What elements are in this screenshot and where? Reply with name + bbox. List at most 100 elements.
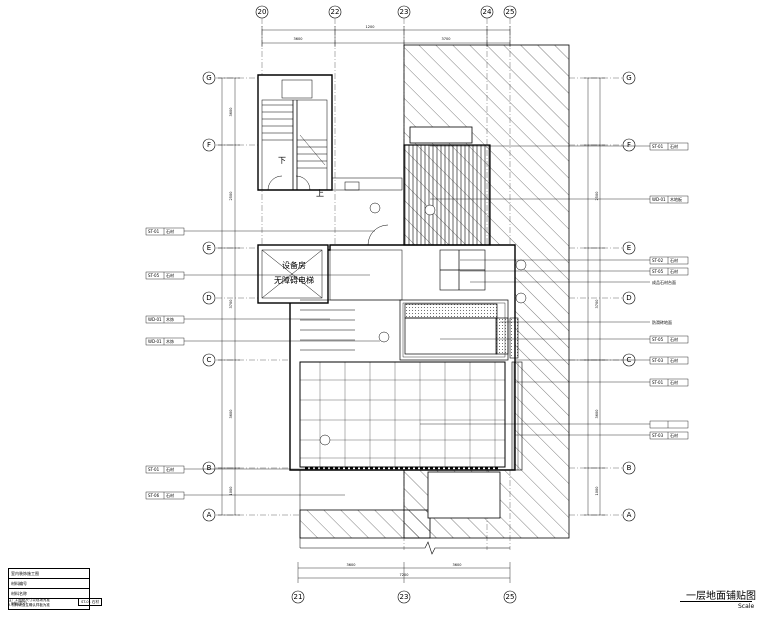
tag-left-5-code: ST-01	[148, 467, 160, 472]
grid-left-A: A	[207, 511, 212, 519]
grid-top-22: 22	[331, 8, 340, 16]
title-block-sample-tag: ST-01 石材	[78, 598, 102, 606]
dim-left-2: 2500	[229, 192, 233, 201]
tag-right-8-code: ST-03	[652, 358, 664, 363]
stair-right	[300, 177, 403, 351]
tag-right-10-text: 石材	[670, 432, 678, 438]
dim-left-3: 3700	[229, 300, 233, 309]
inner-rooms	[300, 249, 509, 361]
grid-left-D: D	[206, 294, 211, 302]
grid-right-E: E	[627, 244, 631, 252]
tag-right-9-text: 石材	[670, 379, 678, 385]
tag-left-5-text: 石材	[166, 466, 174, 472]
grid-left-G: G	[206, 74, 211, 82]
grid-right-G: G	[626, 74, 631, 82]
terrace-south	[299, 509, 431, 539]
dimension-bottom	[297, 562, 511, 583]
material-tags-left	[145, 227, 380, 500]
grid-bubbles-bottom	[291, 590, 517, 604]
equipment-room	[261, 249, 323, 299]
drawing-scale-label: Scale	[738, 603, 755, 610]
room-label-elevator: 无障碍电梯	[274, 275, 314, 285]
drawing-title: 一层地面铺贴图	[686, 591, 756, 602]
title-block: 室内装饰施工图 材料编号 材料名称 材料索引	[8, 568, 90, 610]
grid-bubbles-top	[255, 5, 517, 19]
dim-bottom-1: 3600	[347, 563, 356, 567]
tag-right-9-code: ST-01	[652, 380, 664, 385]
dimension-right	[584, 77, 605, 516]
tag-left-4-code: WD-01	[148, 339, 162, 344]
grid-bottom-25: 25	[506, 593, 515, 601]
grid-right-F: F	[627, 141, 631, 149]
dim-top-3: 3700	[442, 37, 451, 41]
tag-right-1-text: 石材	[670, 143, 678, 149]
title-block-row-3: 材料名称	[9, 589, 89, 599]
tag-left-1-code: ST-01	[148, 229, 160, 234]
grid-left-E: E	[207, 244, 211, 252]
hall-tile-grid	[300, 362, 505, 467]
tag-left-6-text: 石材	[166, 492, 174, 498]
tag-right-1-code: ST-01	[652, 144, 664, 149]
grid-bottom-23: 23	[400, 593, 409, 601]
title-block-row-1: 室内装饰施工图	[9, 569, 89, 579]
title-block-note-2: 2.材料以业主确认样板为准	[8, 602, 50, 607]
grid-right-D: D	[626, 294, 631, 302]
tag-right-2-text: 木地板	[670, 196, 682, 202]
grid-bubbles-right	[622, 71, 636, 522]
title-block-row-2: 材料编号	[9, 579, 89, 589]
dim-left-5: 1000	[229, 487, 233, 496]
row-grid-lines	[216, 77, 622, 516]
stair-down-label: 下	[278, 156, 286, 165]
title-block-note-1: 注：1.图纸尺寸以现场为准	[8, 598, 50, 602]
tag-right-7-code: ST-05	[652, 337, 664, 342]
grid-left-C: C	[207, 356, 212, 364]
grid-bubbles-left	[202, 71, 216, 522]
grid-top-23: 23	[400, 8, 409, 16]
grid-right-A: A	[627, 511, 632, 519]
stair-up-label: 上	[316, 189, 324, 198]
tag-left-3-code: WD-01	[148, 317, 162, 322]
tag-left-2-code: ST-05	[148, 273, 160, 278]
tag-right-4-text: 石材	[670, 268, 678, 274]
dim-right-3: 3600	[595, 410, 599, 419]
grid-top-20: 20	[258, 8, 267, 16]
dim-right-1: 2500	[595, 192, 599, 201]
tag-left-1-text: 石材	[166, 228, 174, 234]
grid-top-24: 24	[483, 8, 492, 16]
grid-right-B: B	[627, 464, 632, 472]
dimension-left	[218, 77, 240, 516]
dim-right-2: 3700	[595, 300, 599, 309]
dimension-top	[261, 26, 511, 47]
grid-left-F: F	[207, 141, 211, 149]
tag-left-3-text: 木饰	[166, 316, 174, 322]
tag-right-3-text: 石材	[670, 257, 678, 263]
tag-right-8-text: 石材	[670, 357, 678, 363]
title-block-notes: 注：1.图纸尺寸以现场为准 2.材料以业主确认样板为准	[8, 598, 50, 607]
dim-top-1: 3600	[294, 37, 303, 41]
dim-left-4: 3600	[229, 410, 233, 419]
tag-left-6-code: ST-06	[148, 493, 160, 498]
tag-right-5-text: 成品石材台面	[652, 279, 676, 285]
grid-top-25: 25	[506, 8, 515, 16]
tag-right-6-text: 防滑砖地面	[652, 319, 672, 325]
tag-right-4-code: ST-05	[652, 269, 664, 274]
grid-bottom-21: 21	[294, 593, 303, 601]
room-label-equipment: 设备房	[282, 260, 306, 270]
tag-left-4-text: 木饰	[166, 338, 174, 344]
drawing-title-underline	[680, 601, 752, 602]
tag-left-2-text: 石材	[166, 272, 174, 278]
material-tags-right	[420, 142, 689, 440]
break-line	[300, 541, 510, 555]
title-block-row-4: 材料索引	[11, 601, 27, 606]
tag-right-3-code: ST-02	[652, 258, 664, 263]
dim-top-2: 1200	[366, 25, 375, 29]
tag-right-2-code: WD-01	[652, 197, 666, 202]
stair-left	[261, 79, 328, 191]
tag-right-7-text: 石材	[670, 336, 678, 342]
grid-left-B: B	[207, 464, 212, 472]
tag-right-10-code: ST-03	[652, 433, 664, 438]
dim-left-1: 3600	[229, 108, 233, 117]
dim-right-4: 1000	[595, 487, 599, 496]
dim-bottom-total: 7200	[400, 573, 409, 577]
